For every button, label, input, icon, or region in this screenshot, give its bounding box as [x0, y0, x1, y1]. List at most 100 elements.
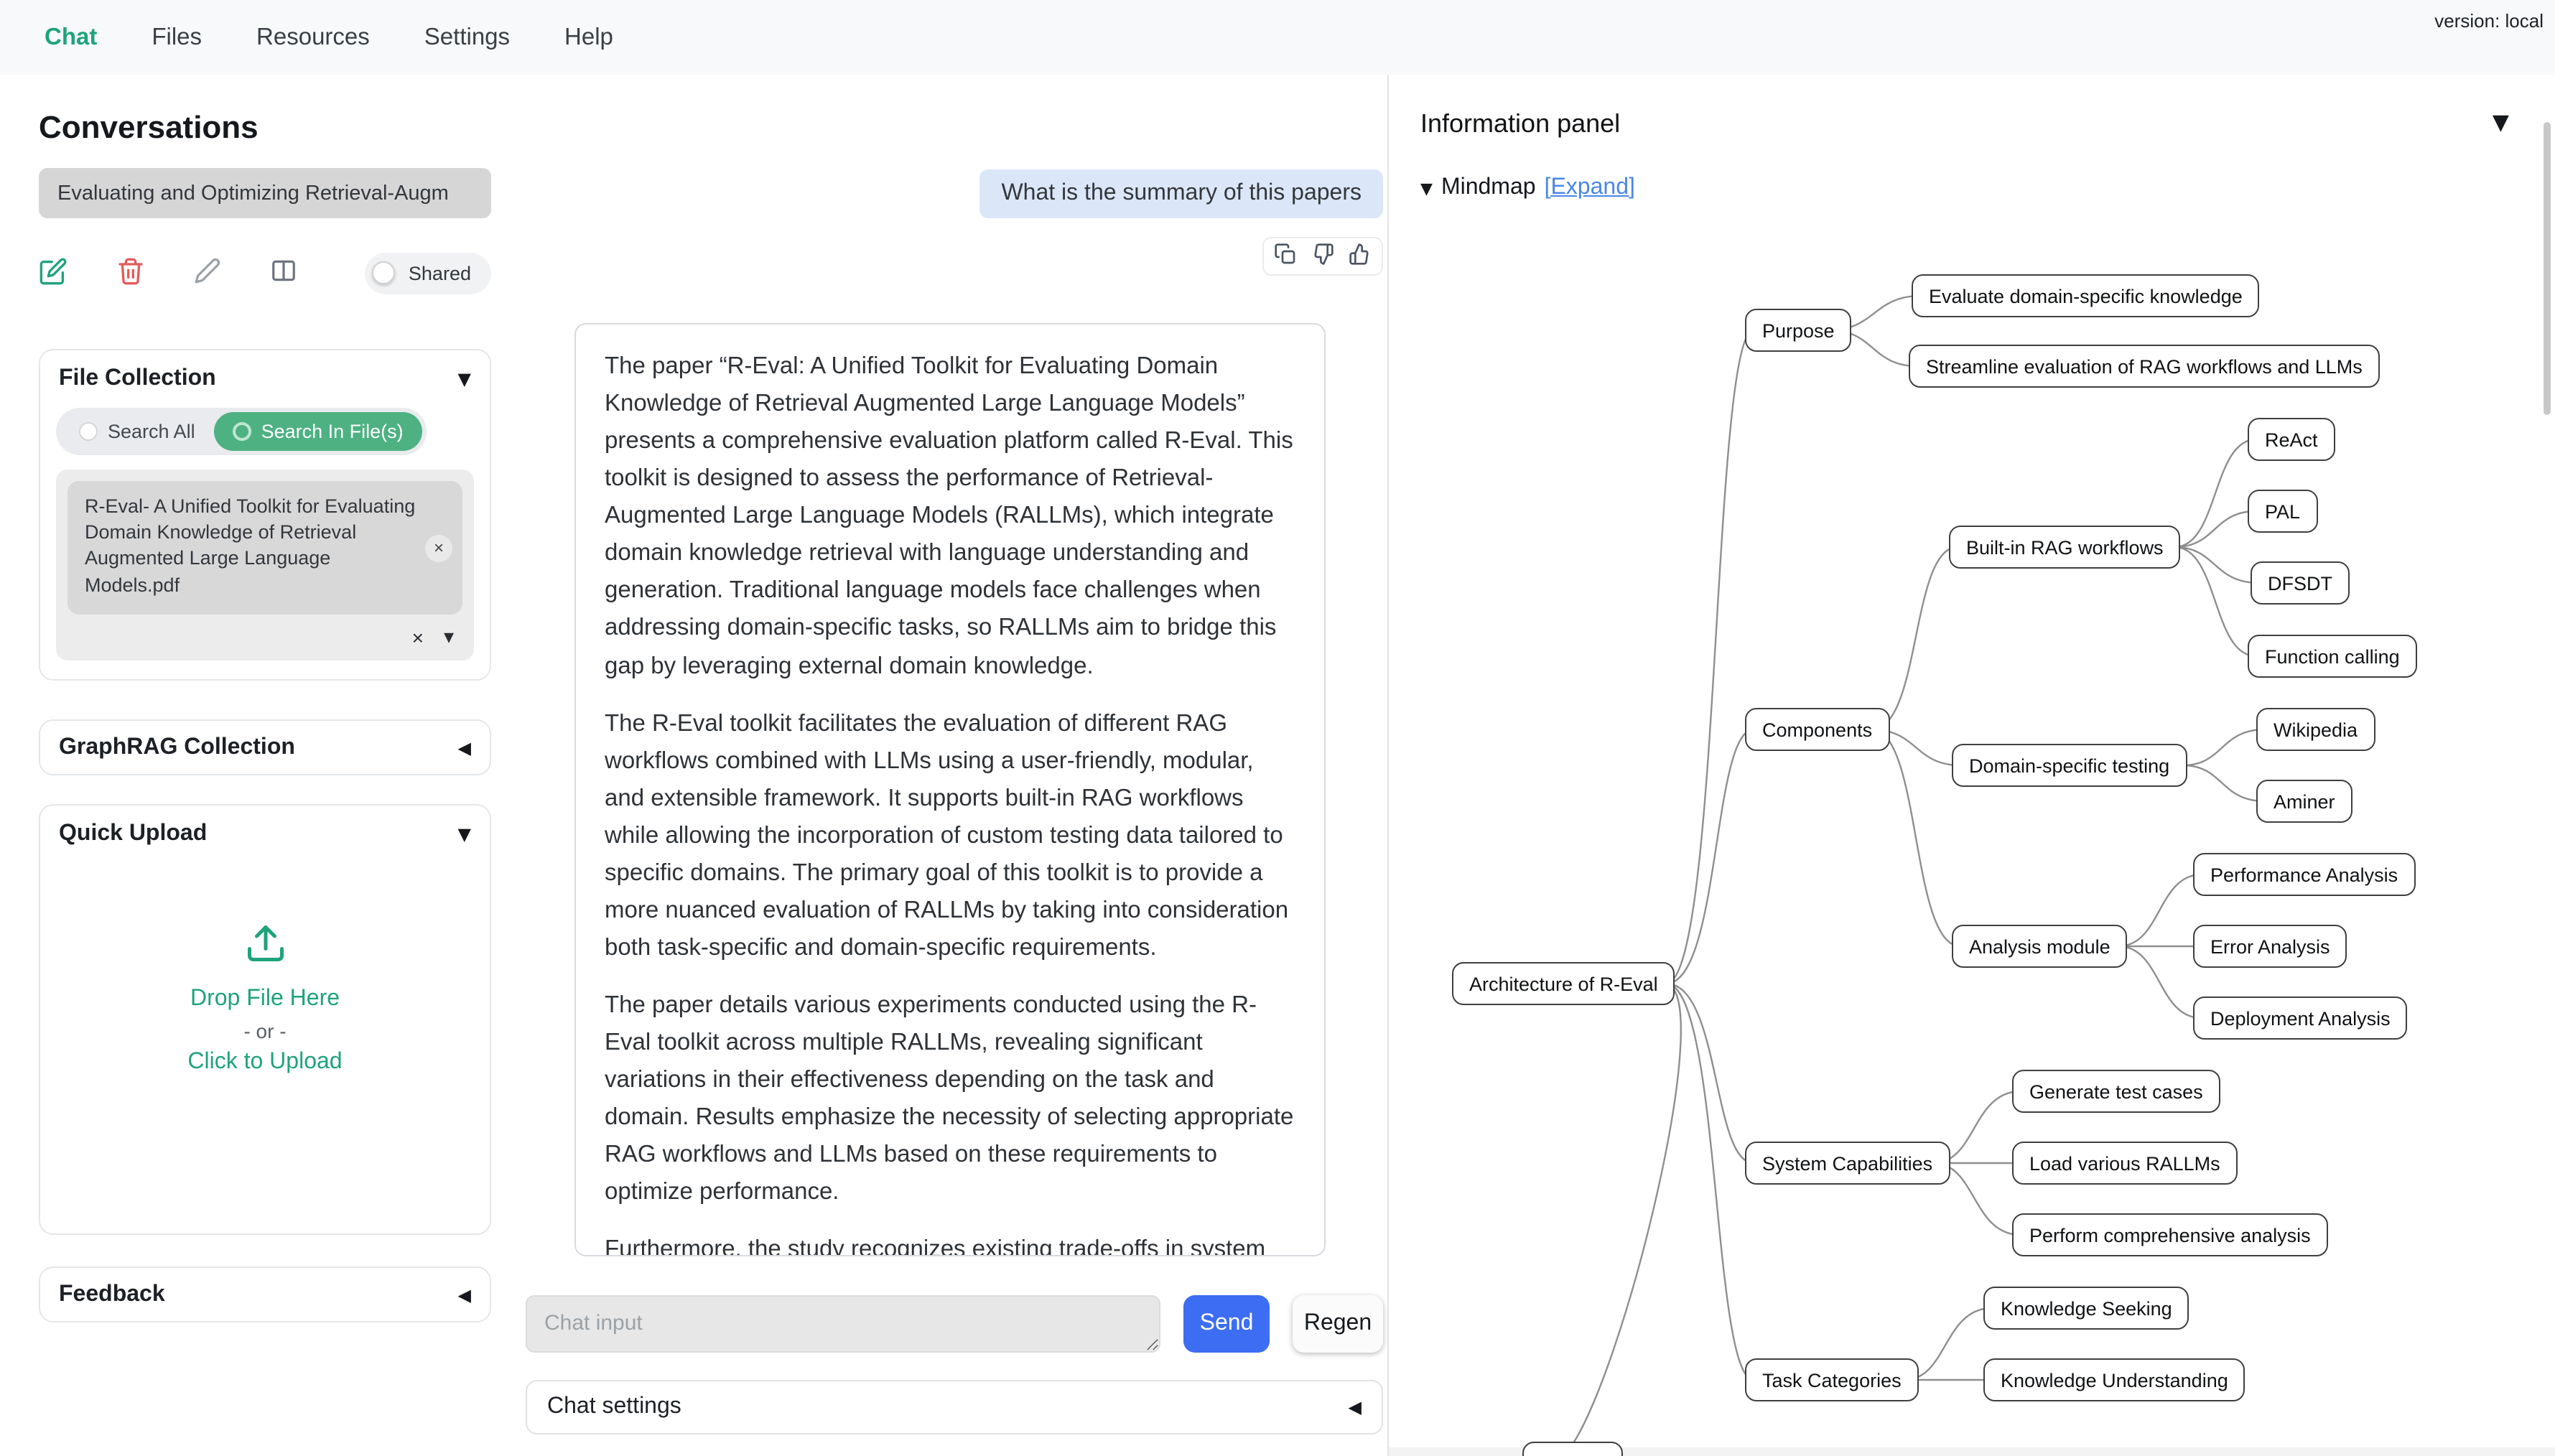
copy-button[interactable] — [1274, 243, 1297, 270]
file-chip: R-Eval- A Unified Toolkit for Evaluating… — [68, 481, 462, 615]
split-view-button[interactable] — [270, 257, 297, 289]
graphrag-header[interactable]: GraphRAG Collection ◀ — [40, 721, 490, 774]
mindmap-header: ▼ Mindmap [Expand] — [1420, 175, 1635, 201]
search-in-files-option[interactable]: Search In File(s) — [213, 412, 422, 451]
file-dropdown-button[interactable]: ▾ — [444, 627, 454, 648]
pencil-icon — [194, 257, 221, 289]
mindmap-node-wikipedia[interactable]: Wikipedia — [2256, 708, 2375, 751]
mindmap-node-builtin-rag[interactable]: Built-in RAG workflows — [1949, 526, 2181, 569]
chat-input[interactable] — [526, 1295, 1160, 1353]
panel-collapse-button[interactable]: ▼ — [2492, 109, 2509, 135]
toggle-knob-icon — [372, 261, 396, 284]
quick-upload-header[interactable]: Quick Upload ▼ — [40, 806, 490, 847]
remove-file-button[interactable]: × — [425, 534, 452, 561]
mindmap-node-system-capabilities[interactable]: System Capabilities — [1745, 1142, 1950, 1185]
collapse-down-icon[interactable]: ▼ — [457, 824, 471, 844]
conversations-title: Conversations — [39, 109, 259, 145]
trash-icon — [116, 256, 145, 289]
send-button[interactable]: Send — [1183, 1295, 1270, 1353]
chat-input-row: Send Regen — [526, 1295, 1383, 1353]
search-all-option[interactable]: Search All — [60, 412, 214, 451]
file-box-controls: × ▾ — [412, 626, 454, 649]
mindmap-node-knowledge-understanding[interactable]: Knowledge Understanding — [1983, 1358, 2245, 1401]
feedback-header[interactable]: Feedback ◀ — [40, 1268, 490, 1321]
mindmap-node-clipped[interactable] — [1522, 1442, 1623, 1456]
chat-area: What is the summary of this papers The p… — [526, 75, 1383, 1434]
mindmap-node-analysis-module[interactable]: Analysis module — [1952, 925, 2128, 968]
file-collection-header[interactable]: File Collection ▼ — [40, 350, 490, 392]
information-panel-title: Information panel — [1420, 109, 1621, 138]
or-label: - or - — [243, 1019, 287, 1042]
chat-settings-label: Chat settings — [547, 1394, 681, 1419]
mindmap-expand-link[interactable]: [Expand] — [1544, 175, 1635, 200]
search-in-files-label: Search In File(s) — [261, 421, 404, 442]
mindmap-node-generate-test-cases[interactable]: Generate test cases — [2012, 1070, 2220, 1113]
main-menu: Chat Files Resources Settings Help — [0, 24, 613, 51]
nav-settings[interactable]: Settings — [424, 24, 511, 50]
mindmap-node-root[interactable]: Architecture of R-Eval — [1452, 962, 1675, 1005]
clear-files-button[interactable]: × — [412, 626, 424, 649]
mindmap-node-pal[interactable]: PAL — [2248, 490, 2318, 533]
mindmap-node-task-categories[interactable]: Task Categories — [1745, 1358, 1919, 1401]
feedback-section: Feedback ◀ — [39, 1266, 491, 1322]
file-collection-section: File Collection ▼ Search All Search In F… — [39, 349, 491, 681]
click-to-upload-link[interactable]: Click to Upload — [187, 1050, 343, 1074]
mindmap-node-load-rallms[interactable]: Load various RALLMs — [2012, 1142, 2238, 1185]
file-chip-name: R-Eval- A Unified Toolkit for Evaluating… — [85, 495, 416, 596]
mindmap-node-components[interactable]: Components — [1745, 708, 1890, 751]
collapse-left-icon[interactable]: ◀ — [457, 1284, 471, 1305]
nav-resources[interactable]: Resources — [256, 24, 370, 50]
collapse-down-icon[interactable]: ▼ — [457, 369, 471, 389]
mindmap-label: Mindmap — [1441, 175, 1536, 200]
chevron-down-icon: ▾ — [443, 626, 454, 649]
thumbs-up-button[interactable] — [1349, 243, 1372, 270]
close-icon: × — [433, 538, 444, 558]
search-all-label: Search All — [108, 421, 195, 442]
new-conversation-button[interactable] — [39, 256, 68, 289]
conversation-item-label: Evaluating and Optimizing Retrieval-Augm — [57, 182, 449, 205]
graphrag-section: GraphRAG Collection ◀ — [39, 719, 491, 775]
assistant-paragraph: The paper “R-Eval: A Unified Toolkit for… — [605, 353, 1293, 678]
rename-conversation-button[interactable] — [194, 257, 221, 289]
nav-help[interactable]: Help — [564, 24, 613, 50]
mindmap-node-deployment-analysis[interactable]: Deployment Analysis — [2193, 997, 2408, 1040]
collapse-left-icon[interactable]: ◀ — [457, 737, 471, 757]
mindmap-node-function-calling[interactable]: Function calling — [2248, 635, 2417, 678]
chat-settings-bar[interactable]: Chat settings ◀ — [526, 1380, 1383, 1434]
assistant-paragraph: The R-Eval toolkit facilitates the evalu… — [605, 710, 1289, 961]
collapse-down-icon[interactable]: ▼ — [1420, 179, 1433, 197]
copy-icon — [1274, 243, 1297, 270]
assistant-paragraph: Furthermore, the study recognizes existi… — [605, 1236, 1266, 1256]
compose-icon — [39, 256, 68, 289]
mindmap-node-performance-analysis[interactable]: Performance Analysis — [2193, 853, 2416, 896]
vertical-scrollbar[interactable] — [2544, 122, 2551, 415]
top-nav: Chat Files Resources Settings Help versi… — [0, 0, 2555, 75]
delete-conversation-button[interactable] — [116, 256, 145, 289]
mindmap-node-domain-testing[interactable]: Domain-specific testing — [1952, 744, 2187, 787]
nav-files[interactable]: Files — [152, 24, 203, 50]
nav-chat[interactable]: Chat — [45, 24, 98, 50]
file-collection-title: File Collection — [59, 366, 216, 391]
user-message: What is the summary of this papers — [979, 169, 1383, 218]
mindmap-node-dfsdt[interactable]: DFSDT — [2251, 561, 2350, 605]
conversation-item[interactable]: Evaluating and Optimizing Retrieval-Augm — [39, 168, 491, 218]
mindmap-node-error-analysis[interactable]: Error Analysis — [2193, 925, 2347, 968]
mindmap-node-streamline[interactable]: Streamline evaluation of RAG workflows a… — [1909, 345, 2380, 388]
search-scope-toggle: Search All Search In File(s) — [56, 408, 427, 455]
mindmap-node-perform-analysis[interactable]: Perform comprehensive analysis — [2012, 1213, 2328, 1256]
drop-file-label: Drop File Here — [190, 986, 340, 1011]
regen-button[interactable]: Regen — [1293, 1295, 1383, 1353]
mindmap-node-aminer[interactable]: Aminer — [2256, 780, 2352, 823]
shared-toggle[interactable]: Shared — [365, 252, 491, 294]
collapse-down-icon: ▼ — [2492, 109, 2509, 135]
file-dropzone[interactable]: Drop File Here - or - Click to Upload — [40, 847, 490, 1075]
radio-icon — [79, 422, 98, 441]
mindmap-node-purpose[interactable]: Purpose — [1745, 309, 1852, 352]
graphrag-title: GraphRAG Collection — [59, 734, 295, 759]
thumbs-down-button[interactable] — [1311, 243, 1334, 270]
collapse-left-icon[interactable]: ◀ — [1348, 1397, 1362, 1417]
mindmap-node-knowledge-seeking[interactable]: Knowledge Seeking — [1983, 1287, 2189, 1330]
mindmap-node-react[interactable]: ReAct — [2248, 418, 2335, 461]
mindmap-node-evaluate-knowledge[interactable]: Evaluate domain-specific knowledge — [1912, 274, 2260, 317]
